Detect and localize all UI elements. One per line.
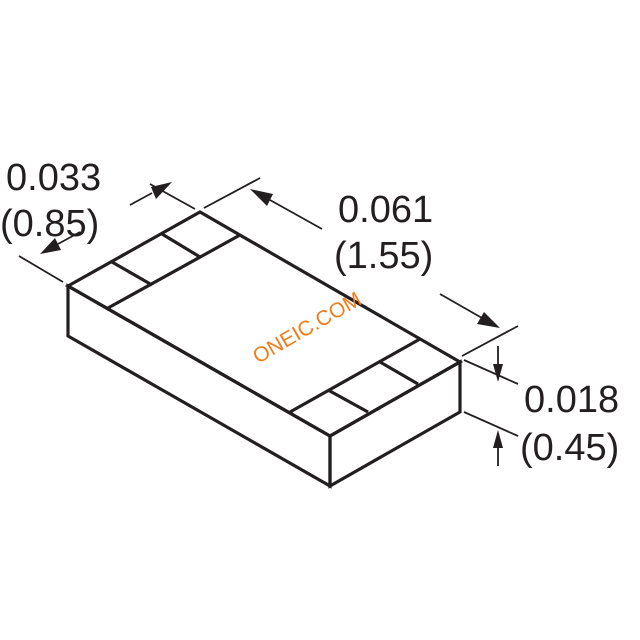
width-inch-label: 0.033 <box>6 157 101 199</box>
height-dimension <box>463 346 519 466</box>
component-body <box>64 210 464 489</box>
length-dimension <box>203 177 519 357</box>
height-inch-label: 0.018 <box>524 379 619 421</box>
height-mm-label: (0.45) <box>520 427 619 469</box>
length-arrow-head <box>250 189 273 206</box>
width-arrow-shaft <box>129 192 153 206</box>
right-terminal-edge <box>289 337 421 414</box>
watermark-text: ONEIC.COM <box>249 288 366 369</box>
left-terminal-edge <box>107 233 241 310</box>
right-pad-divider-2 <box>379 360 419 386</box>
height-arrow-head <box>493 364 503 382</box>
height-arrow-head <box>493 430 503 448</box>
left-pad-divider-2 <box>161 232 201 259</box>
length-extension-line <box>461 325 519 357</box>
width-arrow-shaft <box>57 231 81 245</box>
length-arrow-head <box>477 312 500 328</box>
width-extension-line <box>18 255 64 283</box>
right-terminal-pads <box>289 337 421 414</box>
left-pad-divider-1 <box>111 260 153 287</box>
width-mm-label: (0.85) <box>0 203 99 245</box>
left-terminal-pads <box>107 232 241 310</box>
length-arrow-shaft <box>439 293 483 319</box>
width-arrow-head <box>40 238 61 254</box>
front-face <box>66 283 332 489</box>
right-face <box>328 359 462 489</box>
length-extension-line <box>203 177 261 209</box>
right-pad-divider-1 <box>327 388 369 414</box>
length-arrow-shaft <box>269 199 323 230</box>
height-extension-line <box>463 411 519 437</box>
height-extension-line <box>463 359 519 385</box>
length-inch-label: 0.061 <box>338 189 433 231</box>
length-mm-label: (1.55) <box>334 235 433 277</box>
width-arrow-head <box>151 182 172 199</box>
width-dimension <box>18 182 196 283</box>
